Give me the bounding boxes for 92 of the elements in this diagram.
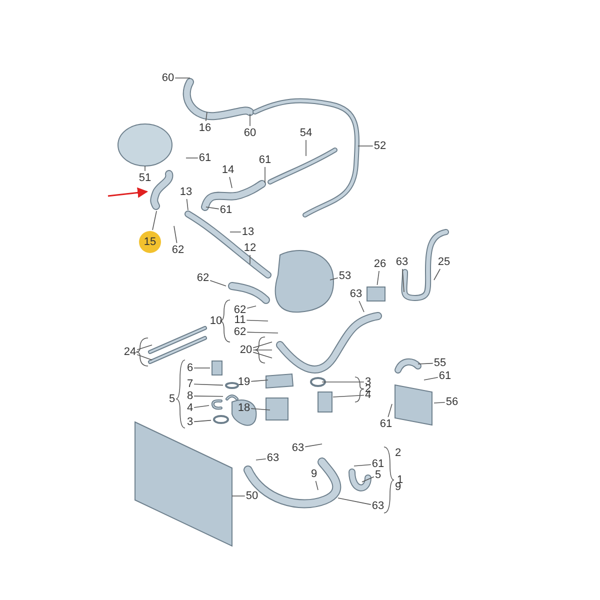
leader-line (362, 476, 374, 482)
arrow (108, 187, 148, 198)
callout-number: 61 (198, 152, 212, 164)
callout-number: 16 (198, 122, 212, 134)
callout-number: 19 (238, 376, 250, 388)
callout-number: 25 (438, 256, 450, 268)
callout-number: 55 (434, 357, 446, 369)
leader-line (250, 380, 268, 382)
callout-number: 62 (172, 244, 184, 256)
leader-line (434, 268, 440, 280)
leader-line (136, 344, 152, 350)
leader-line (206, 206, 220, 210)
callout-number: 11 (234, 314, 246, 326)
callout-number: 63 (292, 442, 304, 454)
leader-line (252, 352, 272, 358)
callout-number: 13 (180, 186, 192, 198)
leader-line (152, 210, 157, 230)
leader-line (144, 166, 146, 172)
leader-line (246, 306, 256, 309)
callout-number: 51 (138, 172, 152, 184)
leader-line (250, 408, 270, 410)
callout-number: 14 (222, 164, 234, 176)
callout-number: 60 (162, 72, 174, 84)
circle (224, 381, 240, 390)
callout-number: 6 (186, 362, 194, 374)
box (211, 360, 223, 376)
callout-number: 62 (196, 272, 210, 284)
callout-number: 5 (168, 393, 176, 405)
callout-number: 24 (124, 346, 136, 358)
callout-number: 63 (372, 500, 384, 512)
callout-number: 61 (372, 458, 384, 470)
callout-number: 62 (234, 326, 246, 338)
callout-number: 7 (186, 378, 194, 390)
box (366, 286, 386, 302)
leader-line (402, 268, 404, 292)
leader-line (210, 280, 226, 286)
callout-number: 9 (394, 481, 402, 493)
callout-number: 50 (246, 490, 258, 502)
callout-number: 2 (394, 447, 402, 459)
leader-line (136, 354, 152, 360)
callout-number: 62 (234, 304, 246, 316)
leader-line (418, 362, 434, 364)
callout-number: 5 (374, 469, 382, 481)
callout-number: 10 (210, 315, 222, 327)
leader-line (205, 112, 208, 122)
callout-number: 52 (374, 140, 386, 152)
callout-number: 8 (186, 390, 194, 402)
leader-line (354, 464, 372, 466)
leader-line (332, 394, 364, 398)
callout-number: 63 (396, 256, 408, 268)
callout-number: 53 (338, 270, 352, 282)
leader-line (186, 198, 188, 210)
leader-line (246, 320, 268, 322)
leader-line (304, 444, 322, 448)
callout-number: 15 (139, 231, 161, 253)
callout-number: 4 (186, 402, 194, 414)
circle (212, 414, 230, 425)
callout-number: 3 (186, 416, 194, 428)
leader-line (194, 396, 224, 397)
callout-number: 56 (446, 396, 458, 408)
callout-number: 60 (244, 127, 256, 139)
leader-line (256, 458, 266, 460)
leader-line (388, 404, 392, 418)
leader-line (229, 176, 232, 188)
callout-number: 61 (380, 418, 392, 430)
leader-line (264, 166, 266, 184)
callout-number: 13 (242, 226, 254, 238)
hose-drawing (224, 392, 240, 401)
leader-line (194, 420, 212, 422)
callout-number: 63 (266, 452, 280, 464)
callout-number: 63 (350, 288, 362, 300)
callout-number: 61 (258, 154, 272, 166)
callout-number: 61 (220, 204, 232, 216)
callout-number: 54 (300, 127, 312, 139)
callout-number: 12 (244, 242, 256, 254)
callout-number: 20 (240, 344, 252, 356)
callout-number: 61 (438, 370, 452, 382)
leader-line (194, 405, 210, 408)
leader-line (424, 376, 438, 380)
leader-line (252, 342, 272, 348)
leader-line (315, 480, 318, 490)
leader-line (174, 226, 178, 244)
hose-drawing (210, 398, 224, 411)
leader-line (434, 402, 446, 404)
leader-line (194, 384, 224, 386)
leader-line (338, 498, 372, 505)
leader-line (358, 300, 364, 312)
leader-line (376, 270, 380, 286)
leader-line (246, 332, 278, 334)
leader-line (330, 278, 338, 280)
callout-number: 9 (310, 468, 318, 480)
callout-number: 26 (374, 258, 386, 270)
